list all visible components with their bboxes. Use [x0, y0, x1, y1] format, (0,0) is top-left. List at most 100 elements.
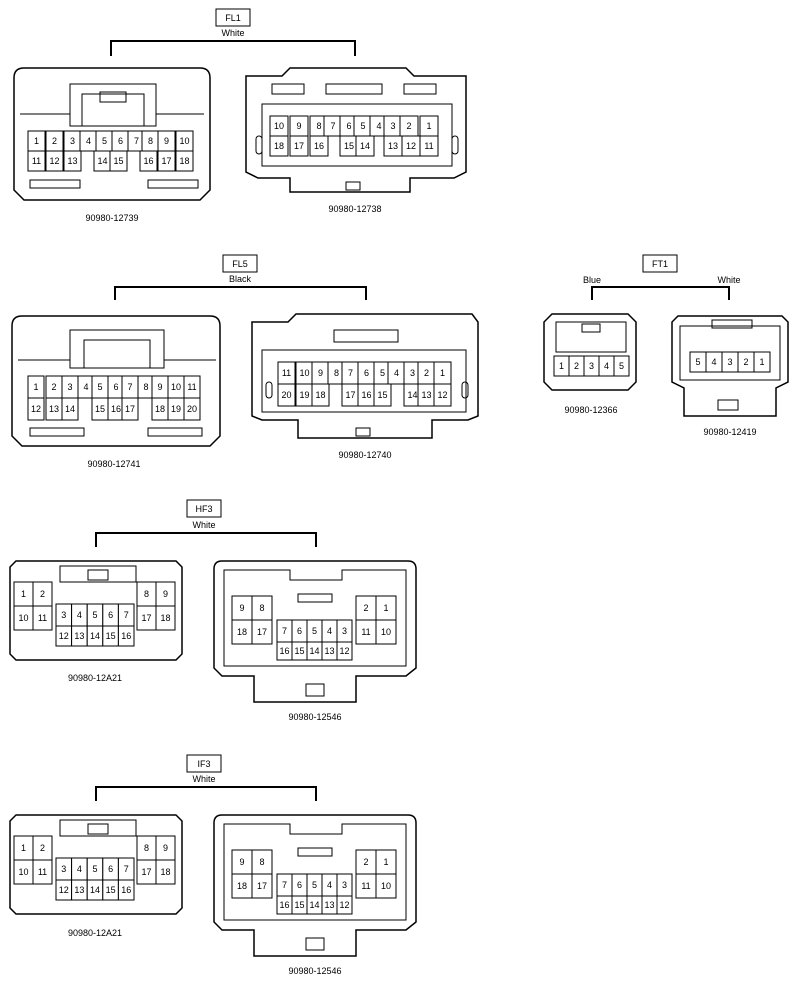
pin-number: 1 [383, 857, 388, 867]
pin-cavity [223, 823, 407, 921]
group-tag-box [215, 8, 251, 27]
pin-number: 9 [164, 136, 169, 146]
locking-tab-inner [81, 93, 145, 127]
keyway [265, 381, 273, 399]
part-number: 90980-12738 [328, 204, 381, 214]
housing-slot [271, 83, 305, 95]
pin-number: 20 [281, 390, 291, 400]
guide-rail [147, 427, 203, 437]
pin-number: 17 [125, 404, 135, 414]
pin-cavity [679, 325, 781, 381]
lock-clip [345, 181, 361, 191]
pin-number: 15 [95, 404, 105, 414]
group-bracket [110, 40, 356, 56]
pin-number: 18 [237, 881, 247, 891]
locking-tab [555, 321, 627, 353]
lock-clip [717, 399, 739, 411]
pin-number: 2 [40, 843, 45, 853]
group-bracket [591, 286, 730, 300]
connector-housing [9, 814, 183, 915]
pin-number: 6 [113, 382, 118, 392]
pin-cell [175, 150, 194, 172]
pin-cell [109, 150, 128, 172]
pin-number: 3 [61, 864, 66, 874]
pin-number: 18 [160, 613, 170, 623]
pin-number: 2 [363, 603, 368, 613]
pin-number: 7 [330, 121, 335, 131]
part-number: 90980-12740 [338, 450, 391, 460]
pin-number: 7 [127, 382, 132, 392]
pin-number: 6 [297, 626, 302, 636]
group-tag: FT1 [652, 259, 668, 269]
pin-number: 1 [426, 121, 431, 131]
pin-number: 3 [589, 361, 594, 371]
pin-number: 4 [86, 136, 91, 146]
pin-cell [336, 641, 353, 661]
pin-number: 5 [312, 626, 317, 636]
pin-number: 10 [18, 867, 28, 877]
pin-number: 16 [314, 141, 324, 151]
pin-number: 4 [711, 357, 716, 367]
pin-number: 2 [40, 589, 45, 599]
pin-cell [433, 383, 452, 407]
pin-cell [289, 135, 309, 157]
pin-number: 14 [360, 141, 370, 151]
pin-number: 16 [361, 390, 371, 400]
pin-number: 12 [59, 631, 69, 641]
group-tag-box [642, 254, 678, 273]
pin-number: 4 [77, 610, 82, 620]
pin-number: 12 [339, 900, 349, 910]
pin-number: 10 [381, 881, 391, 891]
pin-number: 1 [383, 603, 388, 613]
pin-number: 7 [348, 368, 353, 378]
part-number: 90980-12546 [288, 966, 341, 976]
pin-number: 17 [257, 627, 267, 637]
pin-number: 9 [157, 382, 162, 392]
pin-number: 11 [424, 141, 433, 151]
pin-number: 14 [407, 390, 417, 400]
pin-number: 6 [108, 610, 113, 620]
pin-number: 6 [346, 121, 351, 131]
pin-number: 2 [363, 857, 368, 867]
pin-cavity [223, 569, 407, 667]
pin-number: 11 [187, 382, 196, 392]
pin-number: 6 [364, 368, 369, 378]
pin-cell [309, 135, 329, 157]
pin-number: 4 [604, 361, 609, 371]
pin-number: 2 [51, 382, 56, 392]
pin-number: 1 [759, 357, 764, 367]
keyway [461, 381, 469, 399]
lock-clip [355, 427, 371, 437]
part-number: 90980-12739 [85, 213, 138, 223]
pin-number: 12 [31, 404, 41, 414]
pin-number: 4 [376, 121, 381, 131]
pin-cell [63, 150, 82, 172]
connector-housing [213, 560, 417, 703]
pin-number: 14 [309, 646, 319, 656]
pin-number: 15 [294, 900, 304, 910]
group-tag: FL1 [225, 13, 241, 23]
pin-number: 1 [21, 843, 26, 853]
pin-number: 7 [124, 610, 129, 620]
pin-number: 8 [144, 589, 149, 599]
pin-cell [183, 397, 201, 421]
pin-number: 9 [296, 121, 301, 131]
pin-number: 10 [18, 613, 28, 623]
pin-number: 4 [327, 626, 332, 636]
pin-cavity [261, 349, 467, 413]
pin-number: 9 [318, 368, 323, 378]
group-tag: HF3 [195, 504, 212, 514]
pin-cell [373, 383, 392, 407]
locking-tab [59, 565, 137, 583]
pin-number: 3 [727, 357, 732, 367]
pin-number: 2 [574, 361, 579, 371]
wire-color-label-left: Blue [583, 275, 601, 285]
